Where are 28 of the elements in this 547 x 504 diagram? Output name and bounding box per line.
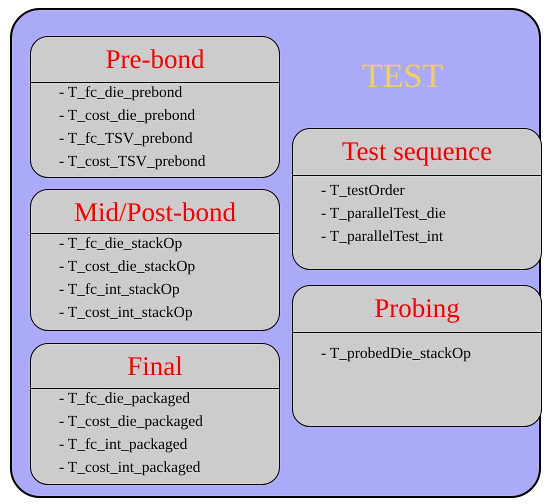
list-item: - T_fc_TSV_prebond <box>59 129 194 149</box>
category-card <box>292 285 542 427</box>
list-item: - T_cost_int_stackOp <box>59 303 194 323</box>
list-item: - T_probedDie_stackOp <box>321 344 471 364</box>
list-item: - T_parallelTest_int <box>321 227 444 247</box>
category-card <box>292 128 542 270</box>
list-item: - T_fc_die_prebond <box>59 83 184 103</box>
container-panel <box>10 8 541 498</box>
list-item: - T_fc_die_stackOp <box>59 234 184 254</box>
card-title: Pre-bond <box>106 46 204 73</box>
category-card <box>30 189 280 331</box>
list-item: - T_fc_int_stackOp <box>59 280 181 300</box>
category-card <box>30 36 280 178</box>
list-item: - T_cost_TSV_prebond <box>59 152 206 172</box>
card-title: Mid/Post-bond <box>74 199 236 226</box>
list-item: - T_testOrder <box>321 181 406 201</box>
list-item: - T_cost_int_packaged <box>59 458 202 478</box>
list-item: - T_fc_die_packaged <box>59 389 191 409</box>
list-item: - T_cost_die_packaged <box>59 412 203 432</box>
card-title: Probing <box>374 295 460 322</box>
panel-title: TEST <box>362 60 444 94</box>
category-card <box>30 343 280 485</box>
list-item: - T_parallelTest_die <box>321 204 446 224</box>
list-item: - T_fc_int_packaged <box>59 435 188 455</box>
card-title: Final <box>127 353 183 380</box>
list-item: - T_cost_die_stackOp <box>59 257 196 277</box>
list-item: - T_cost_die_prebond <box>59 106 196 126</box>
card-title: Test sequence <box>342 138 492 165</box>
